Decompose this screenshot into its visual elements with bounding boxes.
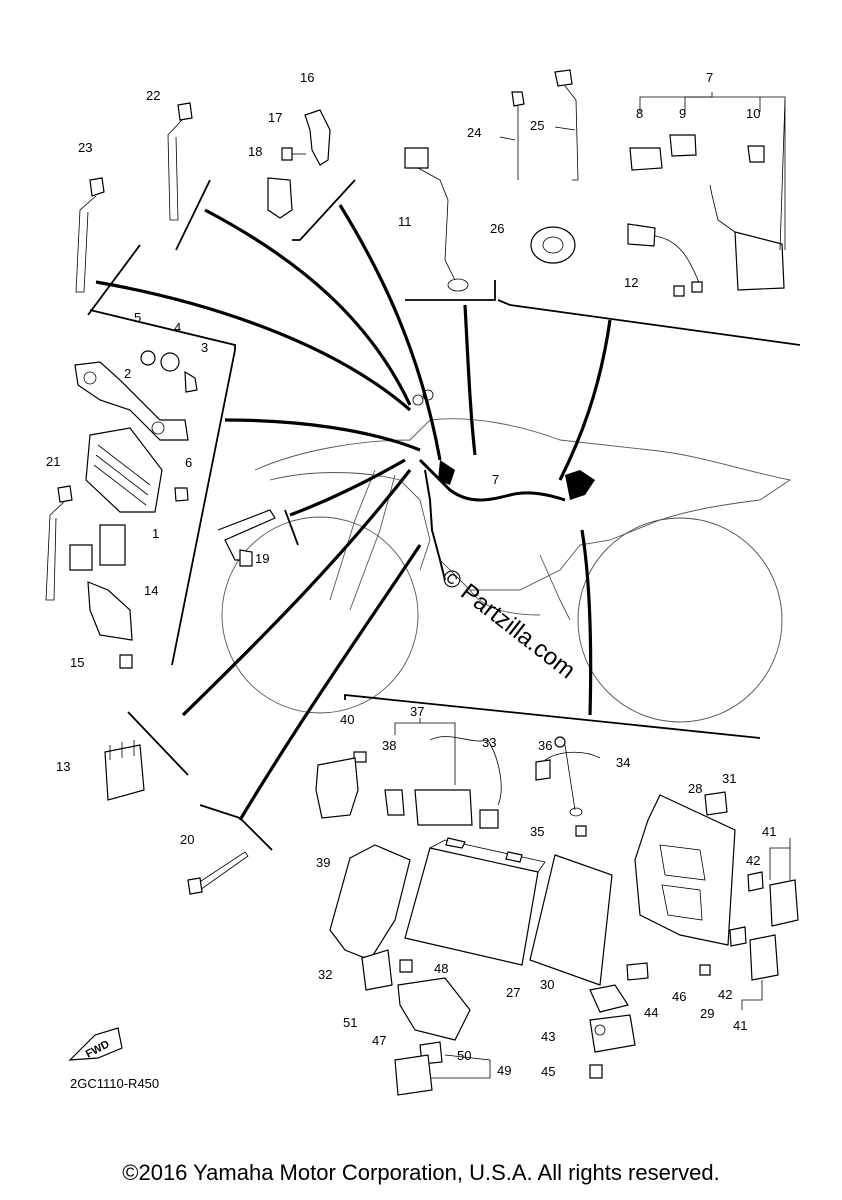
callout-labels: 1 2 3 4 5 6 7 8 9 10 11 12 13 14 15 16 1… [46,70,776,1079]
callout-19: 19 [255,551,269,566]
callout-12: 12 [624,275,638,290]
callout-15: 15 [70,655,84,670]
callout-47: 47 [372,1033,386,1048]
callout-17: 17 [268,110,282,125]
callout-18: 18 [248,144,262,159]
callout-27: 27 [506,985,520,1000]
callout-3: 3 [201,340,208,355]
callout-29: 29 [700,1006,714,1021]
callout-8: 8 [636,106,643,121]
callout-34: 34 [616,755,630,770]
callout-36: 36 [538,738,552,753]
group-brackets [87,179,801,851]
callout-49: 49 [497,1063,511,1078]
callout-7-harness: 7 [492,472,499,487]
callout-20: 20 [180,832,194,847]
callout-28: 28 [688,781,702,796]
callout-31: 31 [722,771,736,786]
callout-22: 22 [146,88,160,103]
callout-41-lower: 41 [733,1018,747,1033]
callout-11: 11 [398,214,412,229]
watermark: © Partzilla.com [436,563,580,684]
callout-21: 21 [46,454,60,469]
callout-46: 46 [672,989,686,1004]
callout-5: 5 [134,310,141,325]
callout-48: 48 [434,961,448,976]
callout-40: 40 [340,712,354,727]
callout-43: 43 [541,1029,555,1044]
callout-39: 39 [316,855,330,870]
callout-9: 9 [679,106,686,121]
callout-44: 44 [644,1005,658,1020]
callout-1: 1 [152,526,159,541]
callout-30: 30 [540,977,554,992]
diagram-code: 2GC1110-R450 [70,1076,159,1091]
callout-10: 10 [746,106,760,121]
callout-13: 13 [56,759,70,774]
callout-51: 51 [343,1015,357,1030]
callout-6: 6 [185,455,192,470]
callout-45: 45 [541,1064,555,1079]
callout-37: 37 [410,704,424,719]
callout-4: 4 [174,320,181,335]
callout-38: 38 [382,738,396,753]
callout-7: 7 [706,70,713,85]
callout-26: 26 [490,221,504,236]
callout-50: 50 [457,1048,471,1063]
callout-14: 14 [144,583,158,598]
fwd-arrow-icon [68,1027,123,1061]
callout-leaders [394,92,791,1079]
callout-23: 23 [78,140,92,155]
callout-41: 41 [762,824,776,839]
copyright-notice: ©2016 Yamaha Motor Corporation, U.S.A. A… [122,1160,720,1185]
motorcycle-outline [221,389,792,723]
callout-33: 33 [482,735,496,750]
callout-2: 2 [124,366,131,381]
callout-35: 35 [530,824,544,839]
callout-24: 24 [467,125,481,140]
callout-42: 42 [746,853,760,868]
parts [45,69,799,1096]
callout-42-lower: 42 [718,987,732,1002]
callout-25: 25 [530,118,544,133]
callout-16: 16 [300,70,314,85]
callout-32: 32 [318,967,332,982]
